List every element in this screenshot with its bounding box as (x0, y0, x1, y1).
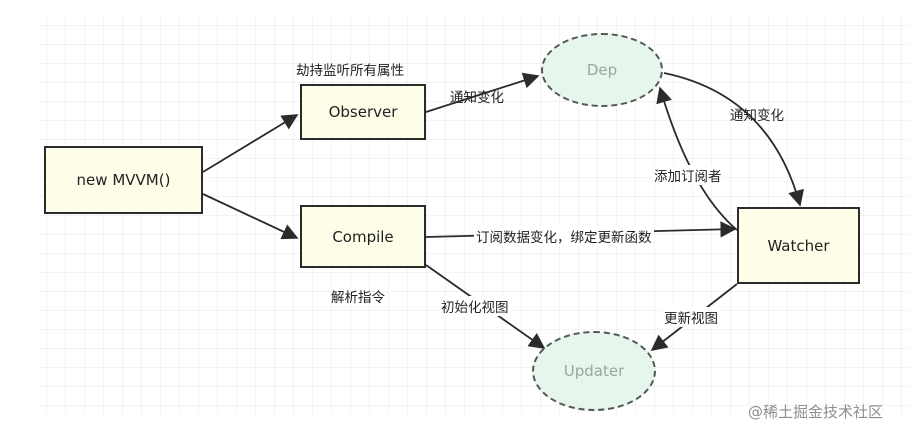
arrow-mvvm-to-compile (202, 193, 299, 240)
watermark: @稀土掘金技术社区 (748, 403, 884, 421)
arrow-mvvm-to-observer (202, 114, 299, 173)
arrow-dep-to-watcher (663, 72, 804, 207)
mvvm-node: new MVVM() (44, 146, 203, 214)
arrow-observer-to-dep (425, 72, 540, 113)
compile-box-bg (300, 205, 426, 268)
label-notify-change-observer: 通知变化 (450, 90, 504, 106)
mvvm-box-bg (44, 146, 203, 214)
compile-node: Compile (300, 205, 426, 268)
label-update-view: 更新视图 (662, 307, 720, 327)
dep-node: Dep (541, 33, 663, 107)
observer-box-bg (300, 84, 426, 140)
observer-node: Observer (300, 84, 426, 140)
watcher-box-bg (737, 207, 860, 284)
label-subscribe-bind: 订阅数据变化，绑定更新函数 (474, 226, 654, 246)
watcher-node: Watcher (737, 207, 860, 284)
updater-node: Updater (532, 331, 656, 411)
label-parse-directives: 解析指令 (331, 290, 385, 306)
label-add-subscriber: 添加订阅者 (652, 165, 724, 185)
label-init-view: 初始化视图 (439, 296, 511, 316)
label-hijack-properties: 劫持监听所有属性 (296, 63, 404, 79)
label-notify-change-dep: 通知变化 (730, 108, 784, 124)
